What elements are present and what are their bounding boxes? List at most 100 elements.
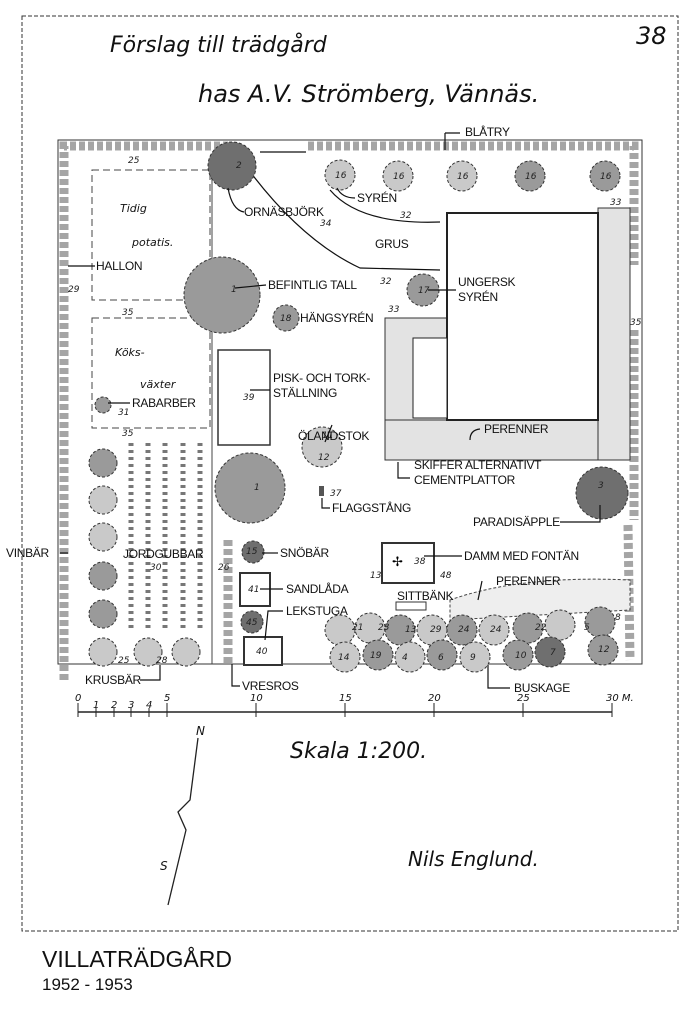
svg-text:38: 38	[414, 557, 426, 567]
paving-right	[597, 207, 631, 461]
svg-text:N: N	[196, 724, 205, 738]
svg-text:23: 23	[378, 623, 390, 633]
svg-text:25: 25	[118, 656, 130, 666]
vegetable-bed	[91, 317, 211, 429]
potato-bed	[91, 169, 211, 301]
svg-text:48: 48	[440, 571, 452, 581]
label-pisk: PISK- OCH TORK-	[273, 371, 370, 385]
svg-text:13: 13	[370, 571, 382, 581]
area-label-koks: Köks-	[115, 346, 145, 359]
label-olandstok: ÖLANDSTOK	[298, 429, 369, 443]
svg-text:32: 32	[380, 277, 392, 287]
svg-text:22: 22	[535, 623, 547, 633]
paving-bottom	[384, 419, 631, 461]
svg-text:34: 34	[320, 219, 332, 229]
shrub-hangsyren	[272, 304, 300, 332]
shrub-lekstuga	[240, 610, 264, 634]
north-arrow: N S	[160, 724, 205, 906]
svg-text:S: S	[160, 859, 168, 873]
svg-text:17: 17	[418, 286, 430, 296]
svg-text:16: 16	[525, 172, 537, 182]
svg-text:13: 13	[405, 625, 417, 635]
scale-text: Skala 1:200.	[290, 739, 427, 764]
svg-text:4: 4	[402, 653, 408, 663]
svg-text:35: 35	[122, 429, 134, 439]
svg-text:40: 40	[256, 647, 268, 657]
tree-ornasbjork	[207, 141, 257, 191]
shrub-syren	[589, 160, 621, 192]
svg-text:10: 10	[250, 693, 263, 704]
svg-text:29: 29	[68, 285, 80, 295]
path-curve-inner	[329, 189, 441, 223]
svg-text:1: 1	[93, 700, 99, 711]
drying-rack	[217, 349, 271, 446]
playhouse	[243, 636, 283, 666]
svg-text:0: 0	[75, 693, 81, 704]
svg-text:19: 19	[370, 651, 382, 661]
svg-text:14: 14	[338, 653, 350, 663]
plan-labels: BLÅTRY ORNÄSBJÖRK SYRÉN GRUS HALLON BEFI…	[6, 124, 579, 695]
label-perenner-bottom: PERENNER	[496, 574, 561, 588]
label-krusbar: KRUSBÄR	[85, 673, 142, 687]
perennial-bed	[449, 578, 631, 621]
label-snobar: SNÖBÄR	[280, 546, 330, 560]
shrub-olandstok	[301, 426, 343, 468]
label-hangsyren: HÄNGSYRÉN	[300, 310, 373, 325]
svg-text:35: 35	[630, 318, 642, 328]
label-lekstuga: LEKSTUGA	[286, 604, 348, 618]
label-flaggstang: FLAGGSTÅNG	[332, 500, 411, 515]
svg-text:2: 2	[111, 700, 117, 711]
number-39: 39	[243, 393, 255, 403]
label-vinbar: VINBÄR	[6, 546, 50, 560]
svg-text:18: 18	[280, 314, 292, 324]
label-grus: GRUS	[375, 237, 409, 251]
svg-text:16: 16	[335, 171, 347, 181]
caption-years: 1952 - 1953	[42, 975, 133, 994]
svg-text:16: 16	[393, 172, 405, 182]
area-label-vaxter: växter	[140, 378, 177, 391]
house	[446, 212, 599, 421]
svg-text:16: 16	[457, 172, 469, 182]
svg-text:30: 30	[150, 563, 162, 573]
area-label-tidig: Tidig	[120, 202, 147, 215]
svg-text:5: 5	[164, 693, 170, 704]
pond	[381, 542, 435, 584]
svg-text:21: 21	[352, 623, 363, 633]
flagpole	[319, 486, 324, 496]
svg-text:37: 37	[330, 489, 342, 499]
svg-text:2: 2	[236, 161, 242, 171]
svg-text:33: 33	[610, 198, 622, 208]
label-damm: DAMM MED FONTÄN	[464, 549, 579, 563]
label-ornasbjork: ORNÄSBJÖRK	[244, 205, 324, 219]
area-label-potatis: potatis.	[131, 236, 173, 249]
caption-title: VILLATRÄDGÅRD	[42, 946, 233, 972]
svg-text:9: 9	[470, 653, 476, 663]
svg-text:10: 10	[515, 651, 527, 661]
signature: Nils Englund.	[408, 847, 539, 871]
svg-text:7: 7	[550, 648, 556, 658]
bench	[395, 601, 427, 611]
shrub-syren	[446, 160, 478, 192]
svg-text:20: 20	[428, 693, 441, 704]
svg-text:45: 45	[246, 618, 258, 628]
svg-text:16: 16	[600, 172, 612, 182]
hedge-left-top	[59, 141, 228, 680]
svg-text:41: 41	[248, 585, 259, 595]
svg-text:33: 33	[388, 305, 400, 315]
scale-bar: 0 1 2 3 4 5 10 15 20 25 30 M.	[75, 693, 634, 717]
label-stallning: STÄLLNING	[273, 386, 337, 400]
svg-text:24: 24	[490, 625, 502, 635]
svg-text:5: 5	[584, 623, 590, 633]
tree-befintlig-tall-2	[214, 452, 286, 524]
svg-text:28: 28	[156, 656, 168, 666]
label-cementplattor: CEMENTPLATTOR	[414, 473, 516, 487]
fountain-icon: ✢	[392, 554, 403, 569]
svg-text:3: 3	[128, 700, 134, 711]
shrubbery	[324, 606, 619, 673]
plan-title-line2: has A.V. Strömberg, Vännäs.	[198, 80, 539, 108]
label-perenner-top: PERENNER	[484, 422, 549, 436]
hedge-blatry	[308, 141, 639, 265]
svg-text:15: 15	[246, 547, 258, 557]
label-befintlig-tall: BEFINTLIG TALL	[268, 278, 357, 292]
svg-text:1: 1	[231, 285, 237, 295]
